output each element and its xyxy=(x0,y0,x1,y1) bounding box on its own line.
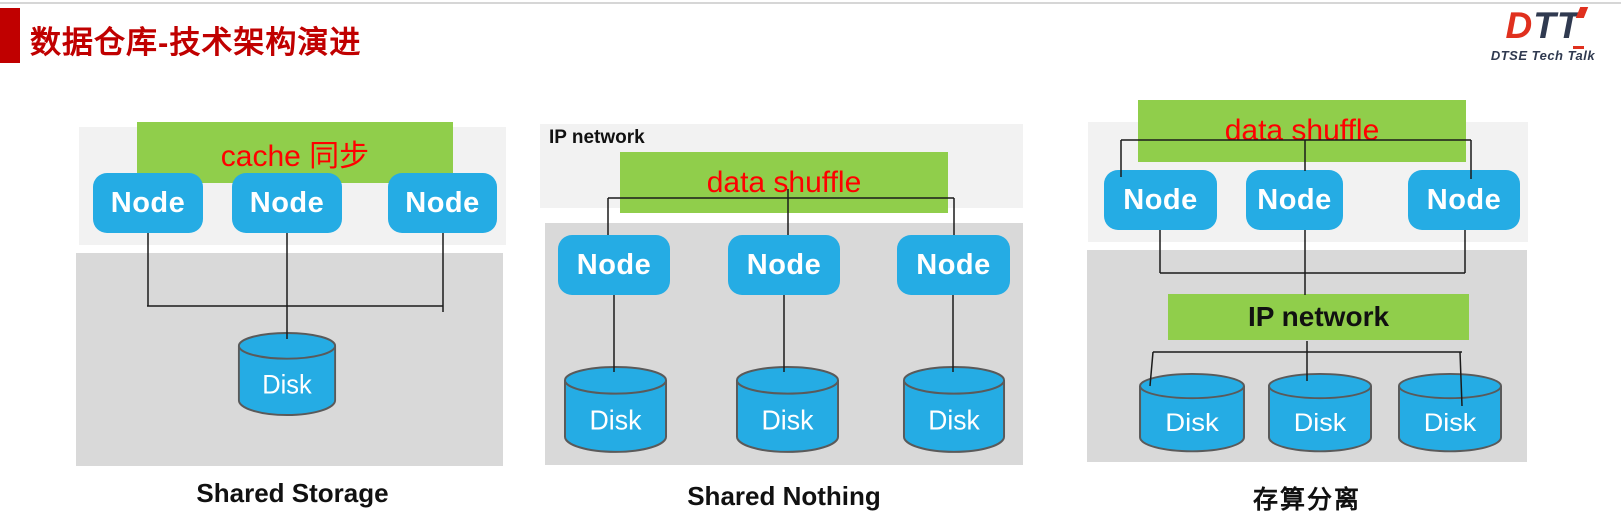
disk-label: Disk xyxy=(762,404,814,435)
page-title: 数据仓库-技术架构演进 xyxy=(30,25,362,60)
node-box: Node xyxy=(93,173,203,233)
data-shuffle-label: data shuffle xyxy=(1224,114,1380,147)
node-box: Node xyxy=(1246,170,1343,230)
node-box: Node xyxy=(897,235,1010,295)
logo-subtitle: DTSE Tech Talk xyxy=(1490,48,1596,63)
ip-network-box: IP network xyxy=(1168,294,1469,340)
title-accent-bar xyxy=(0,8,20,63)
ip-network-label: IP network xyxy=(549,127,645,148)
disk-cylinder: Disk xyxy=(563,366,668,453)
disk-label: Disk xyxy=(590,404,642,435)
node-label: Node xyxy=(746,248,822,281)
disk-cylinder: Disk xyxy=(1398,373,1502,453)
node-box: Node xyxy=(1408,170,1520,230)
node-box: Node xyxy=(388,173,497,233)
data-shuffle-box: data shuffle xyxy=(1138,100,1466,162)
disk-cylinder: Disk xyxy=(237,332,337,417)
data-shuffle-box: data shuffle xyxy=(620,152,948,213)
node-box: Node xyxy=(558,235,670,295)
logo-letters-tt: TT xyxy=(1533,5,1581,46)
node-label: Node xyxy=(405,186,480,219)
panel-caption: Shared Storage xyxy=(196,478,389,508)
node-box: Node xyxy=(232,173,342,233)
node-label: Node xyxy=(1123,183,1198,216)
disk-cylinder: Disk xyxy=(735,366,840,453)
data-shuffle-label: data shuffle xyxy=(706,165,862,199)
disk-cylinder: Disk xyxy=(902,366,1006,453)
node-box: Node xyxy=(728,235,840,295)
logo-letter-d: D xyxy=(1505,5,1534,46)
node-label: Node xyxy=(576,248,652,281)
disk-label: Disk xyxy=(262,369,312,400)
cache-sync-box: cache 同步 xyxy=(137,122,453,183)
panel-caption: 存算分离 xyxy=(1252,486,1361,514)
node-label: Node xyxy=(1426,183,1502,216)
dtt-logo: DTT DTSE Tech Talk xyxy=(1487,7,1599,62)
disk-label: Disk xyxy=(928,405,980,436)
node-box: Node xyxy=(1104,170,1217,230)
disk-label: Disk xyxy=(1424,408,1477,437)
dtt-wordmark: DTT xyxy=(1505,5,1589,49)
ip-network-box-label: IP network xyxy=(1247,301,1390,332)
node-label: Node xyxy=(1257,183,1332,216)
disk-label: Disk xyxy=(1294,408,1347,437)
disk-cylinder: Disk xyxy=(1268,373,1372,453)
disk-cylinder: Disk xyxy=(1139,373,1245,453)
node-label: Node xyxy=(249,186,325,219)
logo-red-underscore xyxy=(1573,46,1585,49)
node-label: Node xyxy=(916,248,991,281)
disk-label: Disk xyxy=(1165,408,1219,437)
top-divider xyxy=(0,2,1621,4)
panel-caption: Shared Nothing xyxy=(687,481,881,511)
node-label: Node xyxy=(110,186,186,219)
cache-sync-label: cache 同步 xyxy=(220,139,370,173)
